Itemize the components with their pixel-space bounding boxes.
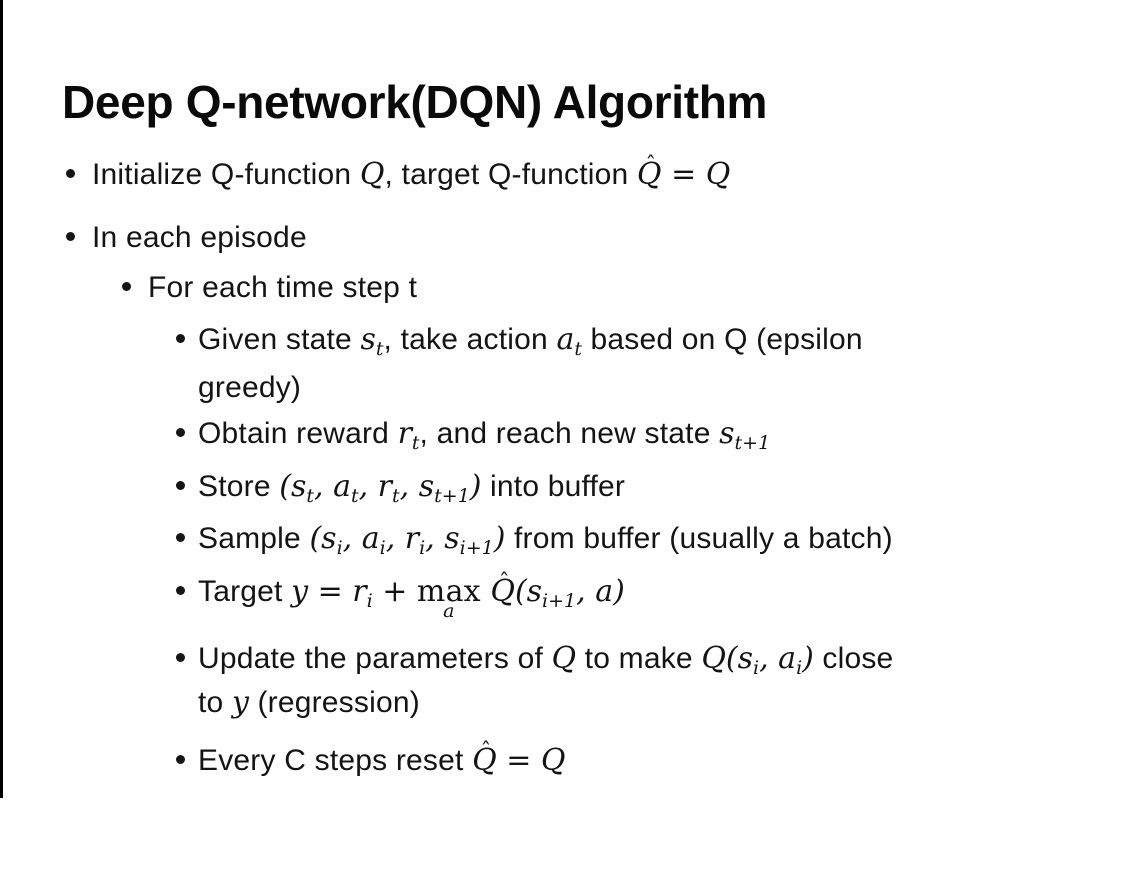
bullet-icon [66, 169, 75, 178]
math-run: r [397, 416, 412, 451]
bullet-icon [122, 282, 131, 291]
math-subscript: t [411, 432, 420, 454]
text-run: Store [198, 470, 280, 503]
text-run: (regression) [248, 686, 420, 719]
slide-edge-line [0, 0, 3, 798]
math-run: , a [342, 521, 380, 556]
bullet-line: In each episode [0, 219, 1124, 269]
math-run: , a [314, 469, 351, 504]
math-run: ) [469, 469, 482, 504]
math-run: a [556, 322, 575, 357]
bullet-icon [176, 428, 185, 437]
math-subscript: i [336, 537, 343, 559]
math-run: (s [279, 469, 307, 504]
text-run: from buffer (usually a batch) [505, 522, 893, 555]
text-run: Sample [198, 522, 310, 555]
bullet-icon [66, 232, 75, 241]
hat-accent: ˆ [645, 153, 657, 179]
bullet-line: Update the parameters of Q to make Q(si,… [0, 640, 1124, 684]
math-subscript: t [392, 485, 400, 507]
text-run: For each time step t [148, 271, 418, 304]
math-subscript: i [366, 590, 373, 612]
math-subscript: i [753, 657, 760, 679]
bullet-icon [176, 533, 185, 542]
max-under-script: a [443, 600, 455, 623]
math-subscript: i [796, 657, 803, 679]
bullet-line: to y (regression) [0, 684, 1124, 742]
bullet-line: greedy) [0, 369, 1124, 415]
text-run: based on Q (epsilon [581, 323, 863, 356]
bullet-line: Initialize Q-function Q, target Q-functi… [0, 153, 1124, 219]
math-run: = Q [496, 743, 566, 778]
math-run: , a) [576, 574, 625, 609]
math-run: , r [358, 469, 393, 504]
math-run: ) [802, 641, 814, 676]
hat-accent: ˆ [498, 570, 510, 596]
math-subscript: i [379, 537, 386, 559]
math-subscript: t [350, 485, 359, 507]
text-run: into buffer [481, 470, 626, 503]
text-run: close [813, 642, 894, 675]
text-run: Obtain reward [198, 417, 398, 450]
math-run: (s [309, 521, 337, 556]
math-subscript: t [306, 485, 314, 507]
bullet-line: For each time step t [0, 269, 1124, 321]
text-run: to [198, 686, 232, 719]
math-run: y = r [291, 574, 367, 609]
math-subscript: t [574, 338, 582, 360]
text-run: Initialize Q-function [92, 158, 360, 191]
text-run: , and reach new state [419, 417, 720, 450]
math-run: (s [514, 574, 543, 609]
bullet-icon [176, 586, 185, 595]
math-subscript: t+1 [734, 432, 771, 454]
text-run: , target Q-function [384, 158, 637, 191]
math-run: = Q [661, 157, 731, 192]
text-run: to make [576, 642, 702, 675]
math-run: ) [493, 521, 506, 556]
math-run: s [719, 416, 735, 451]
math-run: s [360, 322, 376, 357]
text-run: In each episode [92, 221, 307, 254]
bullet-icon [176, 481, 185, 490]
text-run: Given state [198, 323, 361, 356]
text-run: Every C steps reset [198, 744, 473, 777]
math-run: Q [359, 157, 385, 192]
bullet-icon [176, 334, 185, 343]
math-run: , s [425, 521, 460, 556]
math-run: Q [551, 641, 577, 676]
hat-accent: ˆ [480, 739, 492, 765]
bullet-icon [176, 653, 185, 662]
bullet-list: Initialize Q-function Q, target Q-functi… [0, 153, 1124, 782]
max-label: max [416, 574, 481, 609]
bullet-line: Obtain reward rt, and reach new state st… [0, 415, 1124, 468]
math-run: , r [385, 521, 420, 556]
math-subscript: i+1 [542, 590, 577, 612]
text-run: , take action [383, 323, 557, 356]
bullet-line: Given state st, take action at based on … [0, 321, 1124, 369]
bullet-icon [176, 755, 185, 764]
math-subscript: i [419, 537, 426, 559]
text-run: Update the parameters of [198, 642, 552, 675]
math-run: y [231, 685, 249, 720]
math-run: , a [759, 641, 797, 676]
math-run: Q(s [701, 641, 754, 676]
math-run: , s [399, 469, 435, 504]
bullet-line: Store (st, at, rt, st+1) into buffer [0, 468, 1124, 520]
slide-title: Deep Q-network(DQN) Algorithm [62, 75, 768, 128]
bullet-line: Sample (si, ai, ri, si+1) from buffer (u… [0, 520, 1124, 573]
math-subscript: i+1 [459, 537, 494, 559]
math-subscript: t+1 [434, 485, 470, 507]
math-subscript: t [375, 338, 384, 360]
math-run: + [372, 574, 417, 609]
text-run: Target [198, 575, 292, 608]
text-run: greedy) [198, 371, 302, 404]
math-run [481, 574, 491, 609]
